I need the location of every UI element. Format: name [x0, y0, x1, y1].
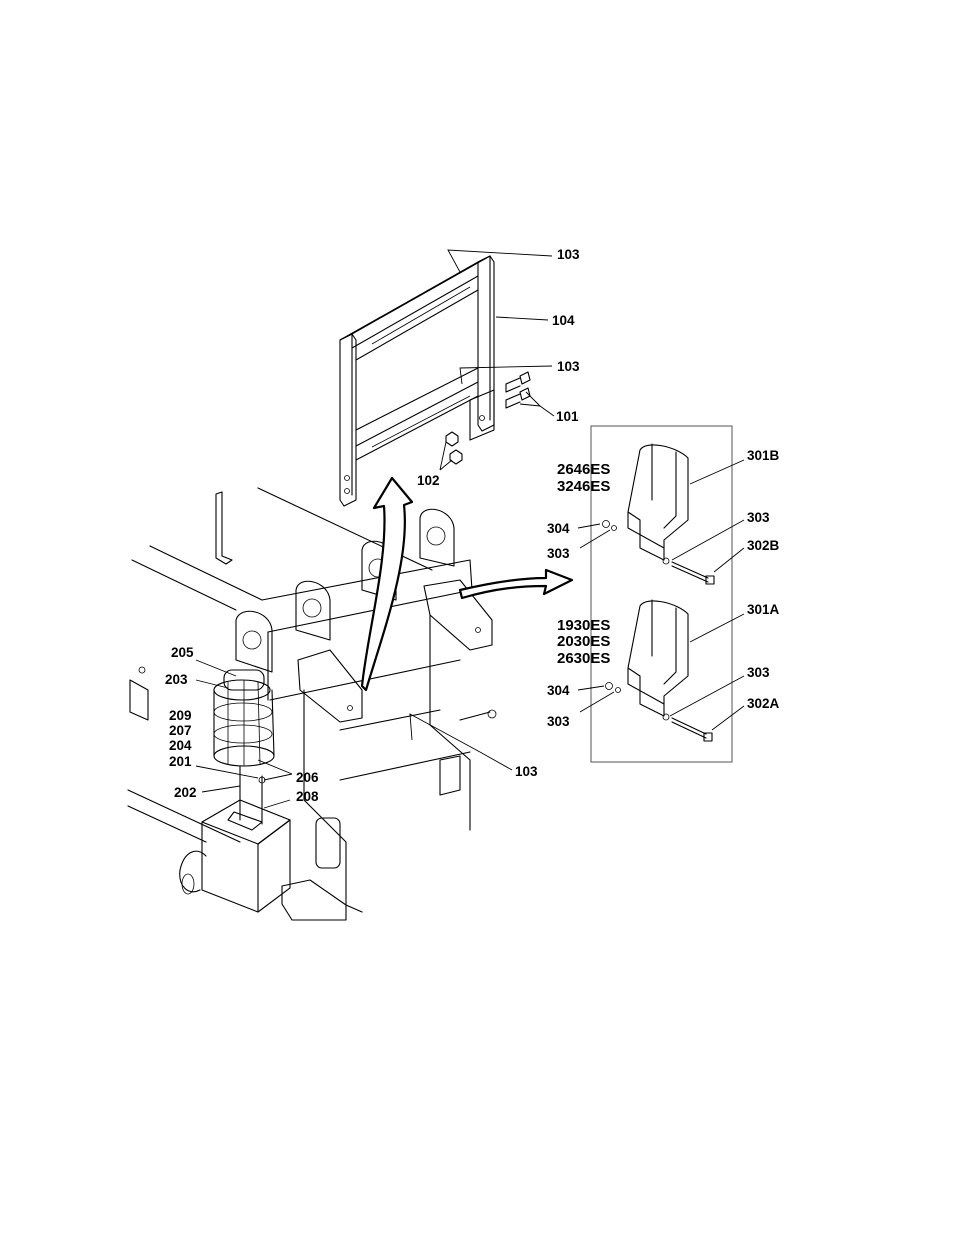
model-2630ES: 2630ES	[557, 650, 610, 667]
callout-202: 202	[174, 785, 197, 800]
model-3246ES: 3246ES	[557, 478, 610, 495]
callout-209: 209	[169, 708, 192, 723]
callout-208: 208	[296, 789, 319, 804]
detail-box	[591, 426, 732, 762]
callout-203: 203	[165, 672, 188, 687]
chassis-base	[128, 488, 496, 920]
motion-arrows	[362, 478, 572, 690]
callout-206: 206	[296, 770, 319, 785]
callout-103-mid: 103	[557, 359, 580, 374]
callout-103-bottom: 103	[515, 764, 538, 779]
leader-lines	[196, 250, 744, 808]
callout-204: 204	[169, 738, 192, 753]
model-labels: 2646ES 3246ES 1930ES 2030ES 2630ES	[557, 461, 610, 667]
callout-303-b2: 303	[547, 546, 570, 561]
callout-303-a1: 303	[747, 665, 770, 680]
callout-301A: 301A	[747, 602, 780, 617]
callout-104: 104	[552, 313, 575, 328]
callout-302B: 302B	[747, 538, 780, 553]
callout-205: 205	[171, 645, 194, 660]
cover-301A	[606, 600, 713, 741]
callout-303-a2: 303	[547, 714, 570, 729]
callout-301B: 301B	[747, 448, 780, 463]
frame-rail-assembly	[340, 256, 494, 506]
beacon-lamp-assembly	[214, 670, 274, 824]
callout-207: 207	[169, 723, 192, 738]
nuts-102	[446, 432, 462, 464]
callout-302A: 302A	[747, 696, 780, 711]
model-1930ES: 1930ES	[557, 617, 610, 634]
callout-303-b1: 303	[747, 510, 770, 525]
callout-labels: 103 104 103 101 102 103 205 203 209 207 …	[165, 247, 780, 804]
callout-103-top: 103	[557, 247, 580, 262]
bolts-101	[506, 372, 530, 408]
cover-301B	[603, 444, 715, 584]
callout-304-a: 304	[547, 683, 570, 698]
model-2646ES: 2646ES	[557, 461, 610, 478]
callout-304-b: 304	[547, 521, 570, 536]
callout-102: 102	[417, 473, 440, 488]
model-2030ES: 2030ES	[557, 633, 610, 650]
callout-101: 101	[556, 409, 579, 424]
callout-201: 201	[169, 754, 192, 769]
